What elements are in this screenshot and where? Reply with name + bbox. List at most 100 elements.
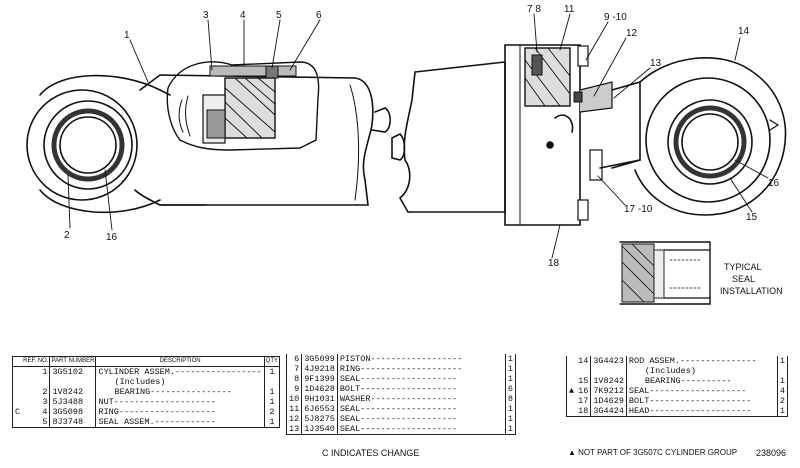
part-quantity: 8 [507, 394, 513, 404]
part-quantity: 1 [779, 356, 785, 366]
parts-table-header: REF. NO. PART NUMBER DESCRIPTION QTY [12, 356, 280, 367]
part-ref-number: 4 [22, 407, 51, 417]
callout-6: 6 [316, 10, 322, 21]
header-qty: QTY [264, 356, 280, 367]
part-ref-number: 12 [286, 414, 303, 424]
part-number: 3G5099 [301, 354, 338, 364]
callout-leaders [67, 13, 769, 259]
part-ref-number: 1 [22, 366, 51, 377]
part-mark [13, 367, 23, 378]
part-quantity: 1 [269, 367, 275, 377]
rod-and-right-eye [599, 57, 787, 216]
callout-16-left: 16 [106, 232, 118, 243]
part-number: 5J8275 [301, 414, 338, 424]
callout-12: 12 [626, 28, 638, 39]
part-description: BOLT------------------- [337, 384, 506, 394]
part-quantity [264, 377, 279, 387]
seal-note-line-2: SEAL [732, 274, 755, 284]
part-ref-number: 14 [576, 356, 592, 366]
part-number: 5J3488 [49, 397, 97, 407]
part-number: 7K9212 [590, 386, 627, 396]
part-ref-number: 10 [286, 394, 303, 404]
header-description: DESCRIPTION [95, 356, 265, 367]
part-ref-number: 3 [22, 397, 51, 407]
part-mark [567, 356, 577, 366]
part-quantity: 1 [507, 404, 513, 414]
callout-18: 18 [548, 258, 560, 269]
part-description: SEAL------------------- [337, 404, 506, 414]
callout-7-8: 7 8 [527, 4, 541, 15]
part-ref-number: 5 [22, 417, 51, 428]
callout-5: 5 [276, 10, 282, 21]
part-mark [567, 376, 577, 386]
seal-note-line-3: INSTALLATION [720, 286, 783, 296]
part-description: BEARING---------------- [95, 387, 265, 397]
part-description: SEAL ASSEM.------------ [95, 417, 265, 428]
part-quantity: 6 [507, 384, 513, 394]
part-quantity: 1 [507, 414, 513, 424]
part-quantity: 1 [269, 387, 275, 397]
part-ref-number [576, 366, 592, 376]
part-number [49, 377, 97, 387]
not-part-footnote: ▲ NOT PART OF 3G507C CYLINDER GROUP [568, 448, 738, 457]
part-description: NUT-------------------- [95, 397, 265, 407]
part-quantity: 4 [779, 386, 785, 396]
part-mark [567, 396, 577, 406]
header-ref: REF. NO. [22, 356, 51, 367]
part-quantity: 1 [269, 417, 275, 427]
part-description: HEAD-------------------- [626, 406, 778, 417]
part-number: 1D4629 [590, 396, 627, 406]
part-quantity: 1 [507, 354, 513, 364]
callout-15: 15 [746, 212, 758, 223]
change-footnote: C INDICATES CHANGE [322, 448, 420, 458]
part-description: RING-------------------- [337, 364, 506, 374]
part-description: WASHER----------------- [337, 394, 506, 404]
part-description: CYLINDER ASSEM.----------------- [95, 366, 265, 377]
part-number: 9F1399 [301, 374, 338, 384]
part-description: SEAL------------------- [337, 414, 506, 424]
part-number: 3G4423 [590, 356, 627, 366]
part-quantity: 1 [269, 397, 275, 407]
part-number: 3G5102 [49, 366, 97, 377]
parts-row: (Includes) [567, 366, 788, 376]
part-ref-number: 2 [22, 387, 51, 397]
part-mark: C [15, 407, 21, 417]
part-description: PISTON------------------ [337, 354, 506, 364]
header-part-number: PART NUMBER [49, 356, 97, 367]
part-mark: ▲ [569, 386, 575, 396]
left-barrel [134, 61, 406, 206]
part-ref-number: 17 [576, 396, 592, 406]
callout-9-10: 9 -10 [604, 12, 627, 23]
part-quantity: 1 [507, 374, 513, 384]
part-number: 1D4628 [301, 384, 338, 394]
left-eye-assembly [26, 74, 171, 214]
part-description: (Includes) [95, 377, 265, 387]
part-description: SEAL------------------- [626, 386, 778, 396]
part-number: 1J3540 [301, 424, 338, 435]
parts-row: (Includes) [13, 377, 280, 387]
part-description: BEARING---------- [626, 376, 778, 386]
part-ref-number [22, 377, 51, 387]
part-ref-number: 18 [576, 406, 592, 417]
callout-4: 4 [240, 10, 246, 21]
seal-note-line-1: TYPICAL [724, 262, 762, 272]
part-quantity: 2 [269, 407, 275, 417]
part-ref-number: 6 [286, 354, 303, 364]
part-description: SEAL------------------- [337, 424, 506, 435]
